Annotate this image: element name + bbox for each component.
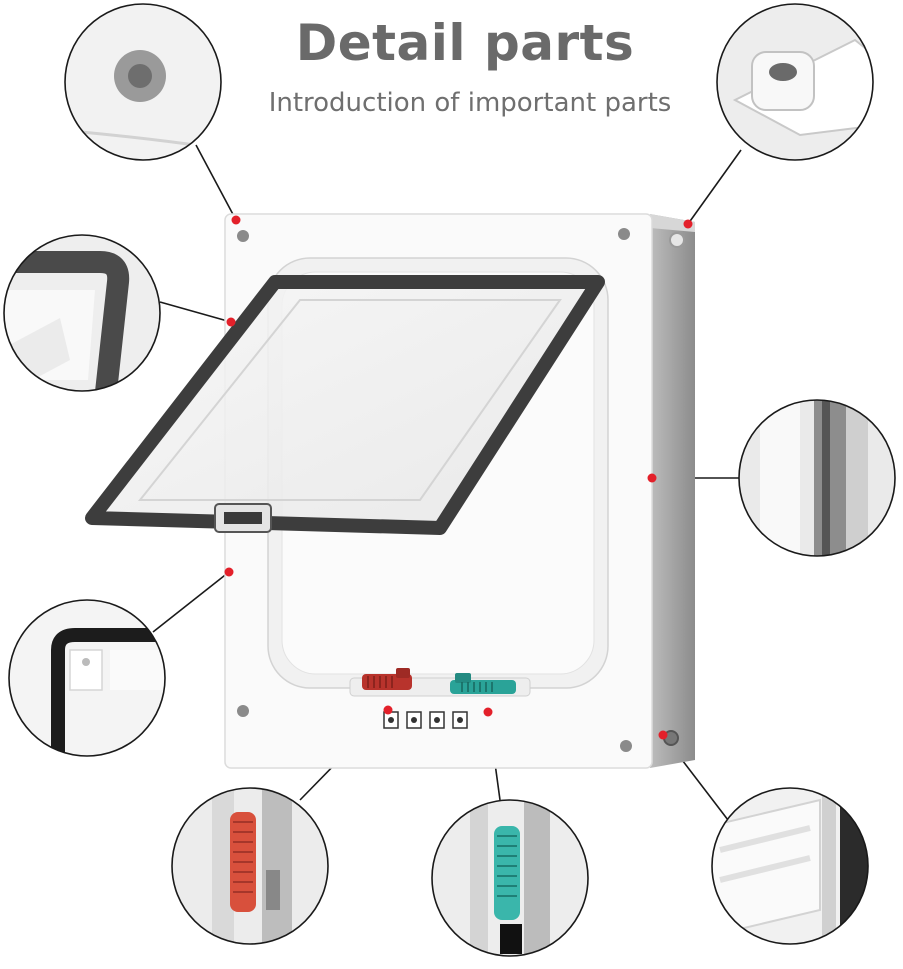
teal-lock-slider: [450, 673, 516, 694]
door-side-panel: [650, 214, 695, 768]
detail-circle-red-lock: [171, 787, 329, 945]
red-lock-slider: [362, 668, 412, 690]
detail-circle-screw-hole-rear: [716, 3, 874, 161]
page-title: Detail parts: [295, 14, 635, 72]
screw-hole-icon: [237, 230, 249, 242]
lock-mode-icons: [383, 711, 468, 729]
detail-circle-tunnel-frame: [711, 787, 869, 945]
lock-mode-1-icon: [383, 711, 399, 729]
page-subtitle: Introduction of important parts: [268, 88, 672, 118]
lock-mode-3-icon: [429, 711, 445, 729]
transparent-flap: [85, 275, 605, 535]
detail-circle-corner-frame: [8, 599, 166, 757]
screw-hole-icon: [237, 705, 249, 717]
detail-circle-screw-hole-front: [64, 3, 222, 161]
screw-hole-icon: [618, 228, 630, 240]
detail-circle-side-frame: [738, 399, 896, 557]
detail-circle-teal-lock: [431, 799, 589, 957]
lock-mode-4-icon: [452, 711, 468, 729]
detail-circle-brush-seal: [3, 234, 161, 392]
pet-door-product: [85, 213, 695, 769]
callout-dots: [224, 215, 693, 740]
lock-mode-2-icon: [406, 711, 422, 729]
screw-hole-icon: [620, 740, 632, 752]
